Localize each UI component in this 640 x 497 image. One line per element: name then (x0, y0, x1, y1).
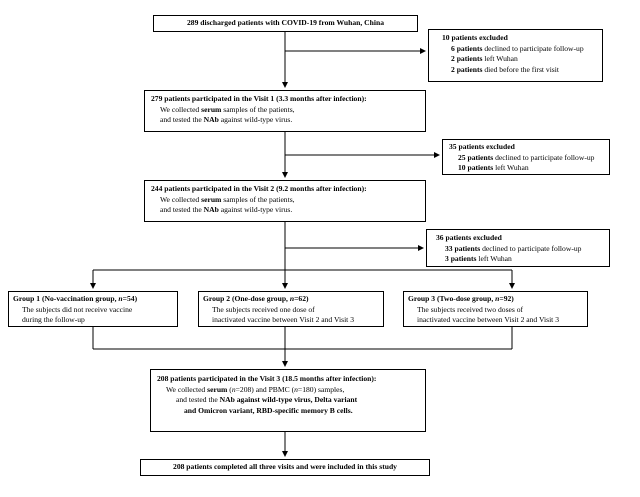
final-text: 208 patients completed all three visits … (173, 462, 397, 471)
group-3-box: Group 3 (Two-dose group, n=92) The subje… (403, 291, 588, 327)
visit-1-line: We collected serum samples of the patien… (160, 104, 295, 114)
exclusion-2-title: 35 patients excluded (449, 142, 515, 151)
exclusion-1-title: 10 patients excluded (442, 33, 508, 42)
group-1-line: The subjects did not receive vaccine (22, 304, 133, 314)
start-text: 289 discharged patients with COVID-19 fr… (186, 18, 385, 27)
visit-3-line: and Omicron variant, RBD-specific memory… (184, 405, 353, 415)
group-1-line: during the follow-up (22, 315, 85, 325)
group-1-title: Group 1 (No-vaccination group, n=54) (13, 294, 138, 303)
visit-1-line: and tested the NAb against wild-type vir… (160, 115, 293, 125)
visit-3-box: 208 patients participated in the Visit 3… (150, 369, 426, 432)
final-box: 208 patients completed all three visits … (140, 459, 430, 476)
group-2-title: Group 2 (One-dose group, n=62) (203, 294, 309, 303)
visit-2-line: We collected serum samples of the patien… (160, 194, 295, 204)
group-3-line: The subjects received two doses of (417, 304, 524, 314)
group-1-box: Group 1 (No-vaccination group, n=54) The… (8, 291, 178, 327)
exclusion-1-item: 2 patients died before the first visit (451, 64, 559, 74)
start-box: 289 discharged patients with COVID-19 fr… (153, 15, 418, 32)
exclusion-1-item: 2 patients left Wuhan (451, 54, 518, 64)
group-3-line: inactivated vaccine between Visit 2 and … (417, 315, 559, 325)
visit-3-title: 208 patients participated in the Visit 3… (157, 374, 377, 383)
visit-2-box: 244 patients participated in the Visit 2… (144, 180, 426, 222)
exclusion-box-3: 36 patients excluded 33 patients decline… (426, 229, 610, 267)
visit-2-title: 244 patients participated in the Visit 2… (151, 184, 367, 193)
visit-1-title: 279 patients participated in the Visit 1… (151, 94, 367, 103)
exclusion-3-title: 36 patients excluded (436, 233, 502, 242)
exclusion-2-item: 10 patients left Wuhan (458, 163, 529, 173)
group-3-title: Group 3 (Two-dose group, n=92) (408, 294, 514, 303)
exclusion-box-1: 10 patients excluded 6 patients declined… (428, 29, 603, 82)
exclusion-box-2: 35 patients excluded 25 patients decline… (442, 139, 610, 175)
visit-3-line: and tested the NAb against wild-type vir… (176, 395, 358, 405)
visit-1-box: 279 patients participated in the Visit 1… (144, 90, 426, 132)
group-2-box: Group 2 (One-dose group, n=62) The subje… (198, 291, 384, 327)
group-2-line: inactivated vaccine between Visit 2 and … (212, 315, 354, 325)
visit-3-line: We collected serum (n=208) and PBMC (n=1… (166, 384, 345, 394)
visit-2-line: and tested the NAb against wild-type vir… (160, 205, 293, 215)
group-2-line: The subjects received one dose of (212, 304, 315, 314)
exclusion-1-item: 6 patients declined to participate follo… (451, 43, 584, 53)
exclusion-2-item: 25 patients declined to participate foll… (458, 152, 595, 162)
exclusion-3-item: 33 patients declined to participate foll… (445, 243, 582, 253)
exclusion-3-item: 3 patients left Wuhan (445, 254, 512, 264)
